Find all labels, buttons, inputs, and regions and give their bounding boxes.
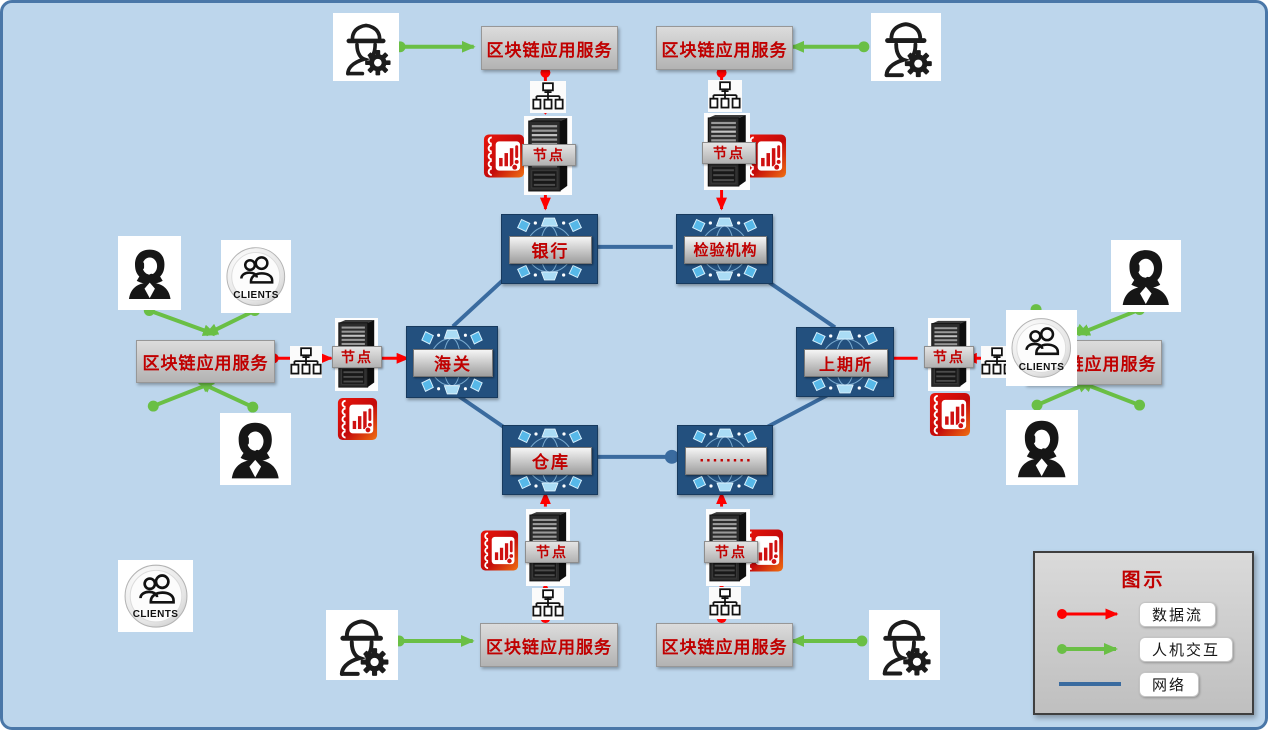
- legend: 图示 数据流 人机交互 网络: [1033, 551, 1254, 715]
- interaction-arrows: [143, 40, 1146, 647]
- blue-line-key-icon: [1059, 682, 1121, 686]
- org-node-others: ········: [677, 425, 773, 495]
- legend-label-interaction: 人机交互: [1139, 636, 1234, 662]
- engineer-user-icon: [869, 610, 940, 680]
- legend-item-dataflow: 数据流: [1055, 601, 1217, 627]
- node-label: 节点: [525, 541, 579, 563]
- network-hierarchy-icon: [708, 80, 742, 112]
- org-node-label: 检验机构: [683, 236, 768, 264]
- legend-item-interaction: 人机交互: [1055, 636, 1234, 662]
- clients-badge-icon: CLIENTS: [221, 240, 291, 313]
- org-node-label: 海关: [413, 348, 493, 378]
- service-box-top-right: 区块链应用服务: [656, 26, 793, 70]
- org-node-exchange: 上期所: [796, 327, 894, 397]
- service-agent-icon: [1006, 410, 1078, 485]
- service-box-bottom-right: 区块链应用服务: [656, 623, 793, 667]
- ledger-app-icon: [482, 133, 525, 179]
- ledger-app-icon: [928, 392, 971, 437]
- green-arrow-key-icon: [1057, 643, 1118, 655]
- legend-item-network: 网络: [1055, 671, 1200, 697]
- engineer-user-icon: [326, 610, 398, 680]
- ledger-app-icon: [479, 528, 519, 573]
- engineer-user-icon: [871, 13, 941, 81]
- network-hierarchy-icon: [709, 587, 741, 619]
- org-node-customs: 海关: [406, 326, 498, 398]
- clients-badge-icon: CLIENTS: [1006, 310, 1077, 386]
- legend-label-dataflow: 数据流: [1139, 601, 1217, 627]
- node-label: 节点: [704, 541, 758, 563]
- service-agent-icon: [220, 413, 291, 485]
- org-node-label: 上期所: [803, 349, 889, 377]
- network-hierarchy-icon: [532, 588, 564, 620]
- org-node-bank: 银行: [501, 214, 598, 284]
- org-node-warehouse: 仓库: [502, 425, 598, 495]
- service-label: 区块链应用服务: [486, 637, 612, 657]
- red-arrow-key-icon: [1057, 608, 1119, 620]
- legend-label-network: 网络: [1139, 671, 1200, 697]
- node-label: 节点: [522, 144, 576, 166]
- service-label: 区块链应用服务: [142, 354, 269, 373]
- clients-badge-icon: CLIENTS: [118, 560, 193, 632]
- node-label: 节点: [332, 346, 382, 368]
- clients-label: CLIENTS: [1018, 362, 1065, 374]
- service-label: 区块链应用服务: [661, 637, 788, 657]
- org-node-inspection: 检验机构: [676, 214, 773, 284]
- node-label: 节点: [924, 346, 974, 368]
- service-label: 区块链应用服务: [661, 40, 788, 60]
- service-label: 区块链应用服务: [486, 40, 613, 60]
- org-node-label: ········: [684, 447, 768, 475]
- engineer-user-icon: [333, 13, 399, 81]
- ledger-app-icon: [336, 397, 378, 441]
- network-hierarchy-icon: [530, 81, 566, 113]
- network-hierarchy-icon: [290, 346, 322, 378]
- clients-label: CLIENTS: [233, 289, 279, 301]
- service-box-bottom-left: 区块链应用服务: [480, 623, 618, 667]
- org-node-label: 仓库: [509, 447, 593, 475]
- org-node-label: 银行: [508, 236, 593, 264]
- service-agent-icon: [118, 236, 181, 310]
- node-label: 节点: [702, 142, 756, 164]
- service-agent-icon: [1111, 240, 1181, 312]
- legend-title: 图示: [1121, 570, 1166, 591]
- clients-label: CLIENTS: [132, 608, 179, 620]
- service-box-left: 区块链应用服务: [136, 340, 275, 383]
- service-box-top-left: 区块链应用服务: [481, 26, 618, 70]
